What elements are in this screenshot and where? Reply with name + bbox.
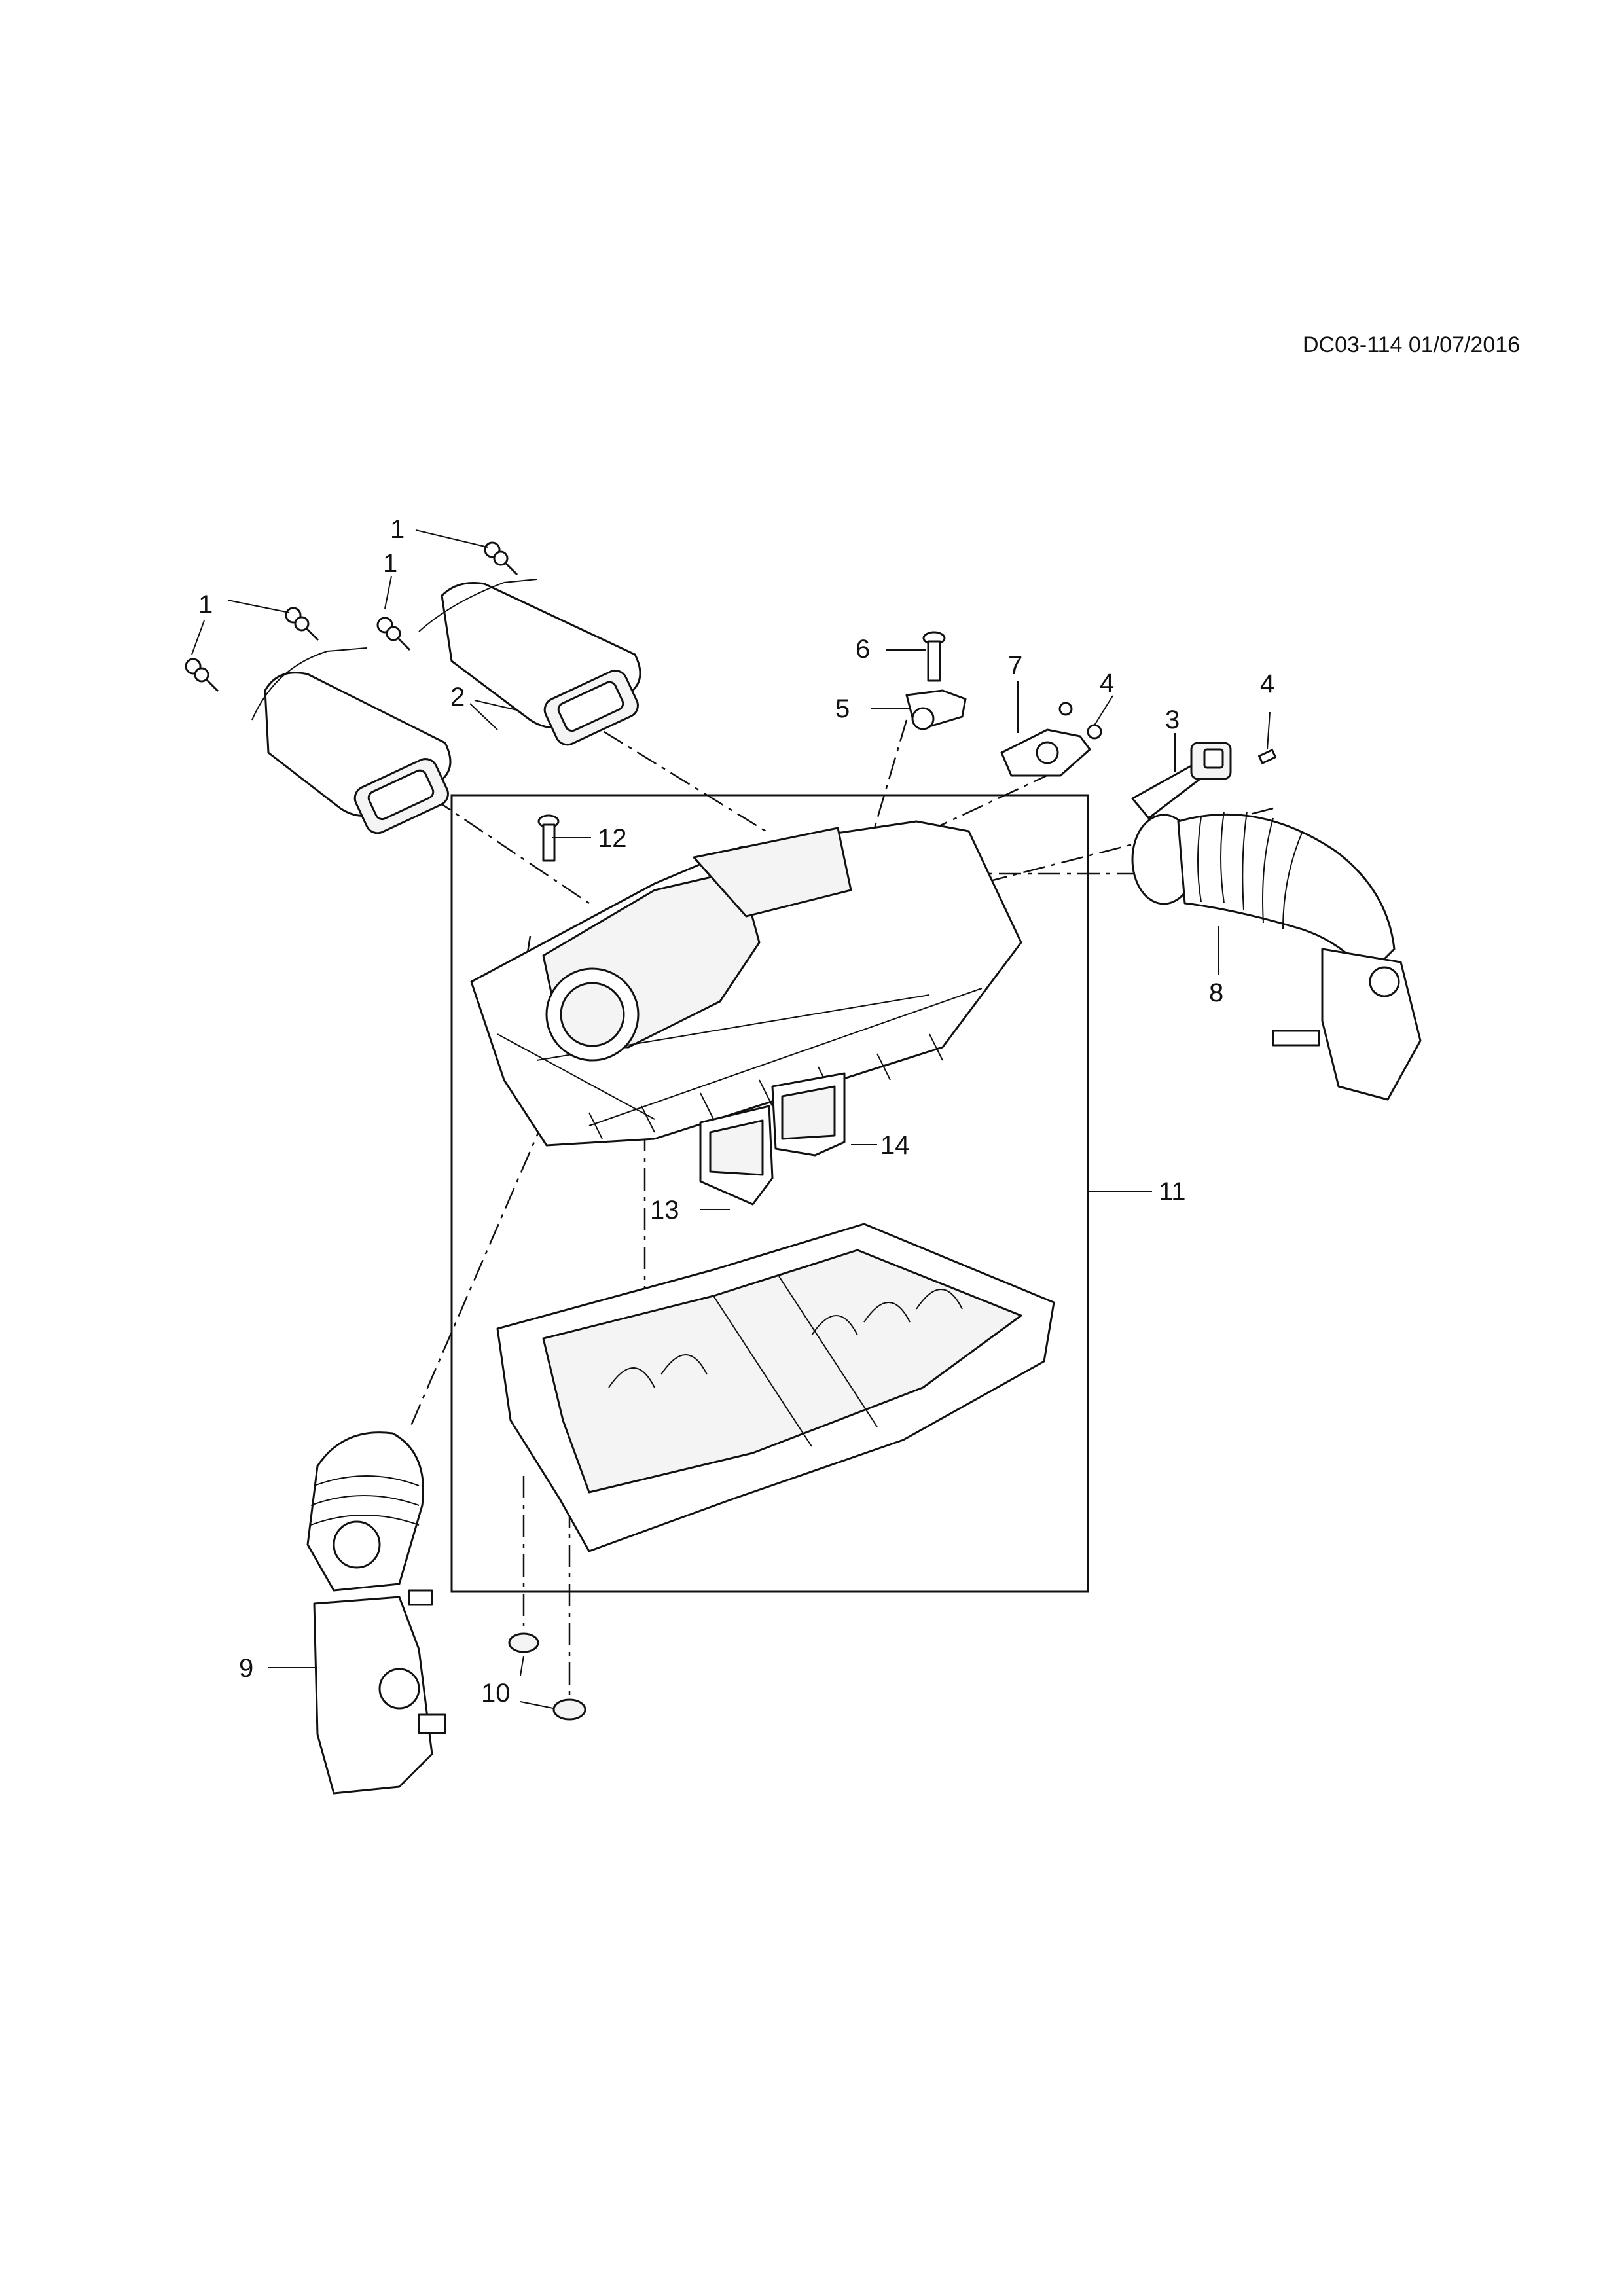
callout-8: 8 xyxy=(1209,978,1223,1007)
callout-3: 3 xyxy=(1165,706,1180,734)
assembly-frame xyxy=(450,794,1089,1593)
grommet-part-10 xyxy=(508,1632,586,1721)
bolt-part-6 xyxy=(922,631,946,682)
callout-11: 11 xyxy=(1159,1177,1186,1206)
callout-14: 14 xyxy=(880,1131,910,1160)
maf-sensor-part-3 xyxy=(1131,742,1232,819)
callout-1a: 1 xyxy=(390,515,405,544)
bolt-part-12 xyxy=(537,814,560,862)
intake-hose-part-8 xyxy=(1131,811,1422,1101)
callouts: 1 1 1 2 3 4 4 5 6 7 8 9 10 11 12 13 14 xyxy=(198,515,1274,1708)
callout-10: 10 xyxy=(481,1679,511,1708)
air-cleaner-cover-part-11 xyxy=(470,820,1022,1147)
sensor-part-5 xyxy=(905,689,967,730)
callout-9: 9 xyxy=(239,1654,253,1683)
reference-code: DC03-114 01/07/2016 xyxy=(1303,332,1521,357)
callout-2: 2 xyxy=(450,683,465,711)
callout-12: 12 xyxy=(598,824,627,853)
filter-element-part-14 xyxy=(771,1072,846,1157)
screw-part-1 xyxy=(185,541,518,692)
intake-duct-part-2 xyxy=(251,579,641,834)
callout-7: 7 xyxy=(1008,651,1022,680)
leader-lines xyxy=(191,529,1271,1709)
callout-4a: 4 xyxy=(1100,669,1114,698)
callout-4b: 4 xyxy=(1260,670,1274,698)
callout-5: 5 xyxy=(835,694,850,723)
air-cleaner-base-part-11 xyxy=(496,1223,1055,1552)
callout-1c: 1 xyxy=(198,590,213,619)
callout-1b: 1 xyxy=(383,549,397,578)
callout-6: 6 xyxy=(856,635,870,664)
callout-13: 13 xyxy=(650,1196,679,1225)
filter-element-part-13 xyxy=(699,1105,774,1206)
intake-hose-part-9 xyxy=(306,1431,446,1795)
bracket-part-7 xyxy=(1000,728,1091,777)
nut-part-4 xyxy=(1058,702,1277,764)
